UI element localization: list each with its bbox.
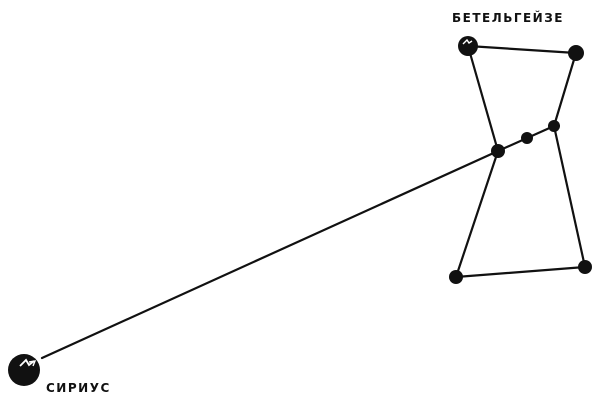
alnitak-star-icon [491,144,505,158]
line-belt-saiph [454,149,500,279]
sirius-label: СИРИУС [46,381,111,395]
saiph-star-icon [449,270,463,284]
line-belt-rigel [552,124,587,269]
rigel-star-icon [578,260,592,274]
betelgeuse-label: БЕТЕЛЬГЕЙЗЕ [452,10,564,25]
alnilam-star-icon [521,132,533,144]
line-saiph-rigel [454,265,587,279]
bellatrix-star-icon [568,45,584,61]
line-betelgeuse-belt [466,44,500,153]
sirius-star-icon [8,354,40,386]
line-bellatrix-belt [552,51,578,128]
line-betelgeuse-bellatrix [466,44,578,55]
betelgeuse-star-icon [458,36,478,56]
line-belt-sirius [40,149,500,360]
mintaka-star-icon [548,120,560,132]
